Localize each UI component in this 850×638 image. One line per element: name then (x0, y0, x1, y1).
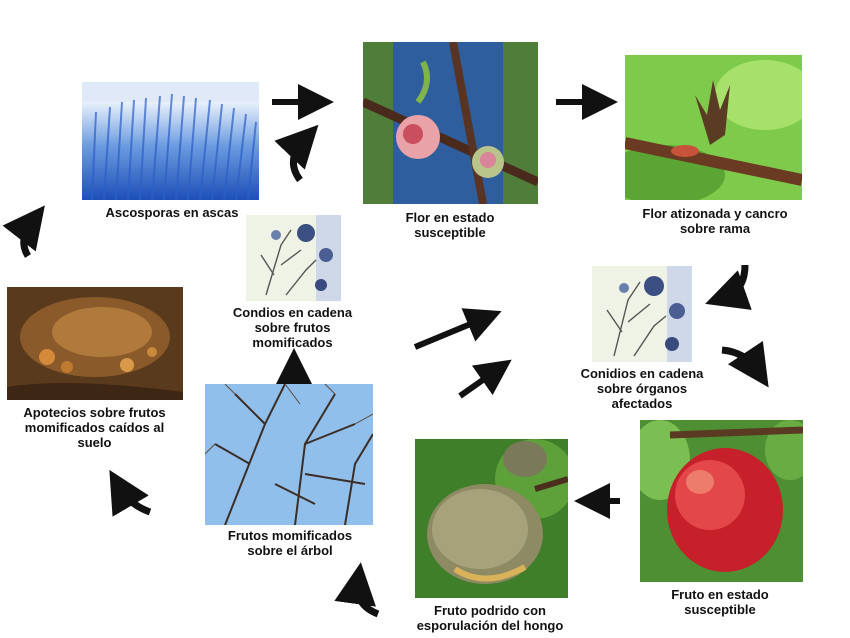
flor-susceptible-label: Flor en estado susceptible (405, 210, 495, 240)
arrow-curved-frutos-to-apotecios (109, 469, 152, 517)
arrow-center-upper (413, 308, 502, 350)
conidios-organos-image (592, 266, 692, 362)
frutos-arbol-label: Frutos momificados sobre el árbol (227, 528, 353, 558)
flor-susceptible-image (363, 42, 538, 204)
apotecios-image (7, 287, 183, 400)
fruto-podrido-label: Fruto podrido con esporulación del hongo (416, 603, 564, 633)
ascosporas-label: Ascosporas en ascas (105, 205, 239, 220)
conidios-frutos-image (246, 215, 341, 301)
arrow-curved-atizonada-to-conidios (705, 264, 752, 310)
arrow-curved-apotecios-to-ascosporas (2, 205, 45, 258)
arrow-center-lower (458, 359, 512, 399)
flor-atizonada-label: Flor atizonada y cancro sobre rama (642, 206, 788, 236)
flor-atizonada-image (625, 55, 802, 200)
conidios-organos-label: Conidios en cadena sobre órganos afectad… (580, 366, 704, 411)
fruto-susceptible-label: Fruto en estado susceptible (671, 587, 769, 617)
arrow-curved-podrido-to-frutos (334, 562, 380, 618)
frutos-arbol-image (205, 384, 373, 525)
arrow-curved-to-ascosporas (274, 124, 319, 183)
conidios-frutos-label: Condios en cadena sobre frutos momificad… (232, 305, 353, 350)
ascosporas-image (82, 82, 259, 200)
apotecios-label: Apotecios sobre frutos momificados caído… (23, 405, 166, 450)
fruto-susceptible-image (640, 420, 803, 582)
fruto-podrido-image (415, 439, 568, 598)
